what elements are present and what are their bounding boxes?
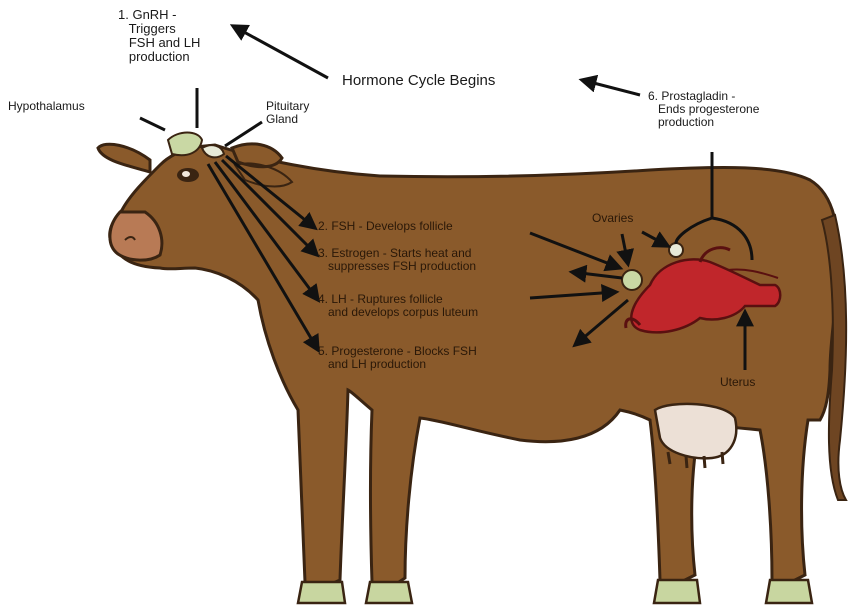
label-fsh: 2. FSH - Develops follicle: [318, 220, 453, 233]
arrow-pituitary-pointer: [225, 122, 262, 146]
label-gnrh: 1. GnRH - Triggers FSH and LH production: [118, 8, 200, 64]
arrow-cycle-to-gnrh: [233, 26, 328, 78]
ovary-left: [622, 270, 642, 290]
arrow-hypothalamus-pointer: [140, 118, 165, 130]
label-hypothalamus: Hypothalamus: [8, 100, 85, 113]
label-prostaglandin: 6. Prostagladin - Ends progesterone prod…: [648, 90, 759, 129]
hoof-front-left: [298, 582, 345, 603]
label-uterus: Uterus: [720, 376, 755, 389]
arrow-cycle-to-prostaglandin: [582, 80, 640, 95]
label-ovaries: Ovaries: [592, 212, 633, 225]
label-estrogen: 3. Estrogen - Starts heat and suppresses…: [318, 247, 476, 273]
label-pituitary: Pituitary Gland: [266, 100, 309, 126]
label-lh: 4. LH - Ruptures follicle and develops c…: [318, 293, 478, 319]
hoof-front-right: [366, 582, 412, 603]
diagram-title: Hormone Cycle Begins: [342, 73, 495, 89]
ovary-right: [669, 243, 683, 257]
muzzle: [110, 212, 162, 260]
hoof-back-left: [654, 580, 700, 603]
label-progesterone: 5. Progesterone - Blocks FSH and LH prod…: [318, 345, 477, 371]
hoof-back-right: [766, 580, 812, 603]
ear-left: [98, 144, 150, 172]
